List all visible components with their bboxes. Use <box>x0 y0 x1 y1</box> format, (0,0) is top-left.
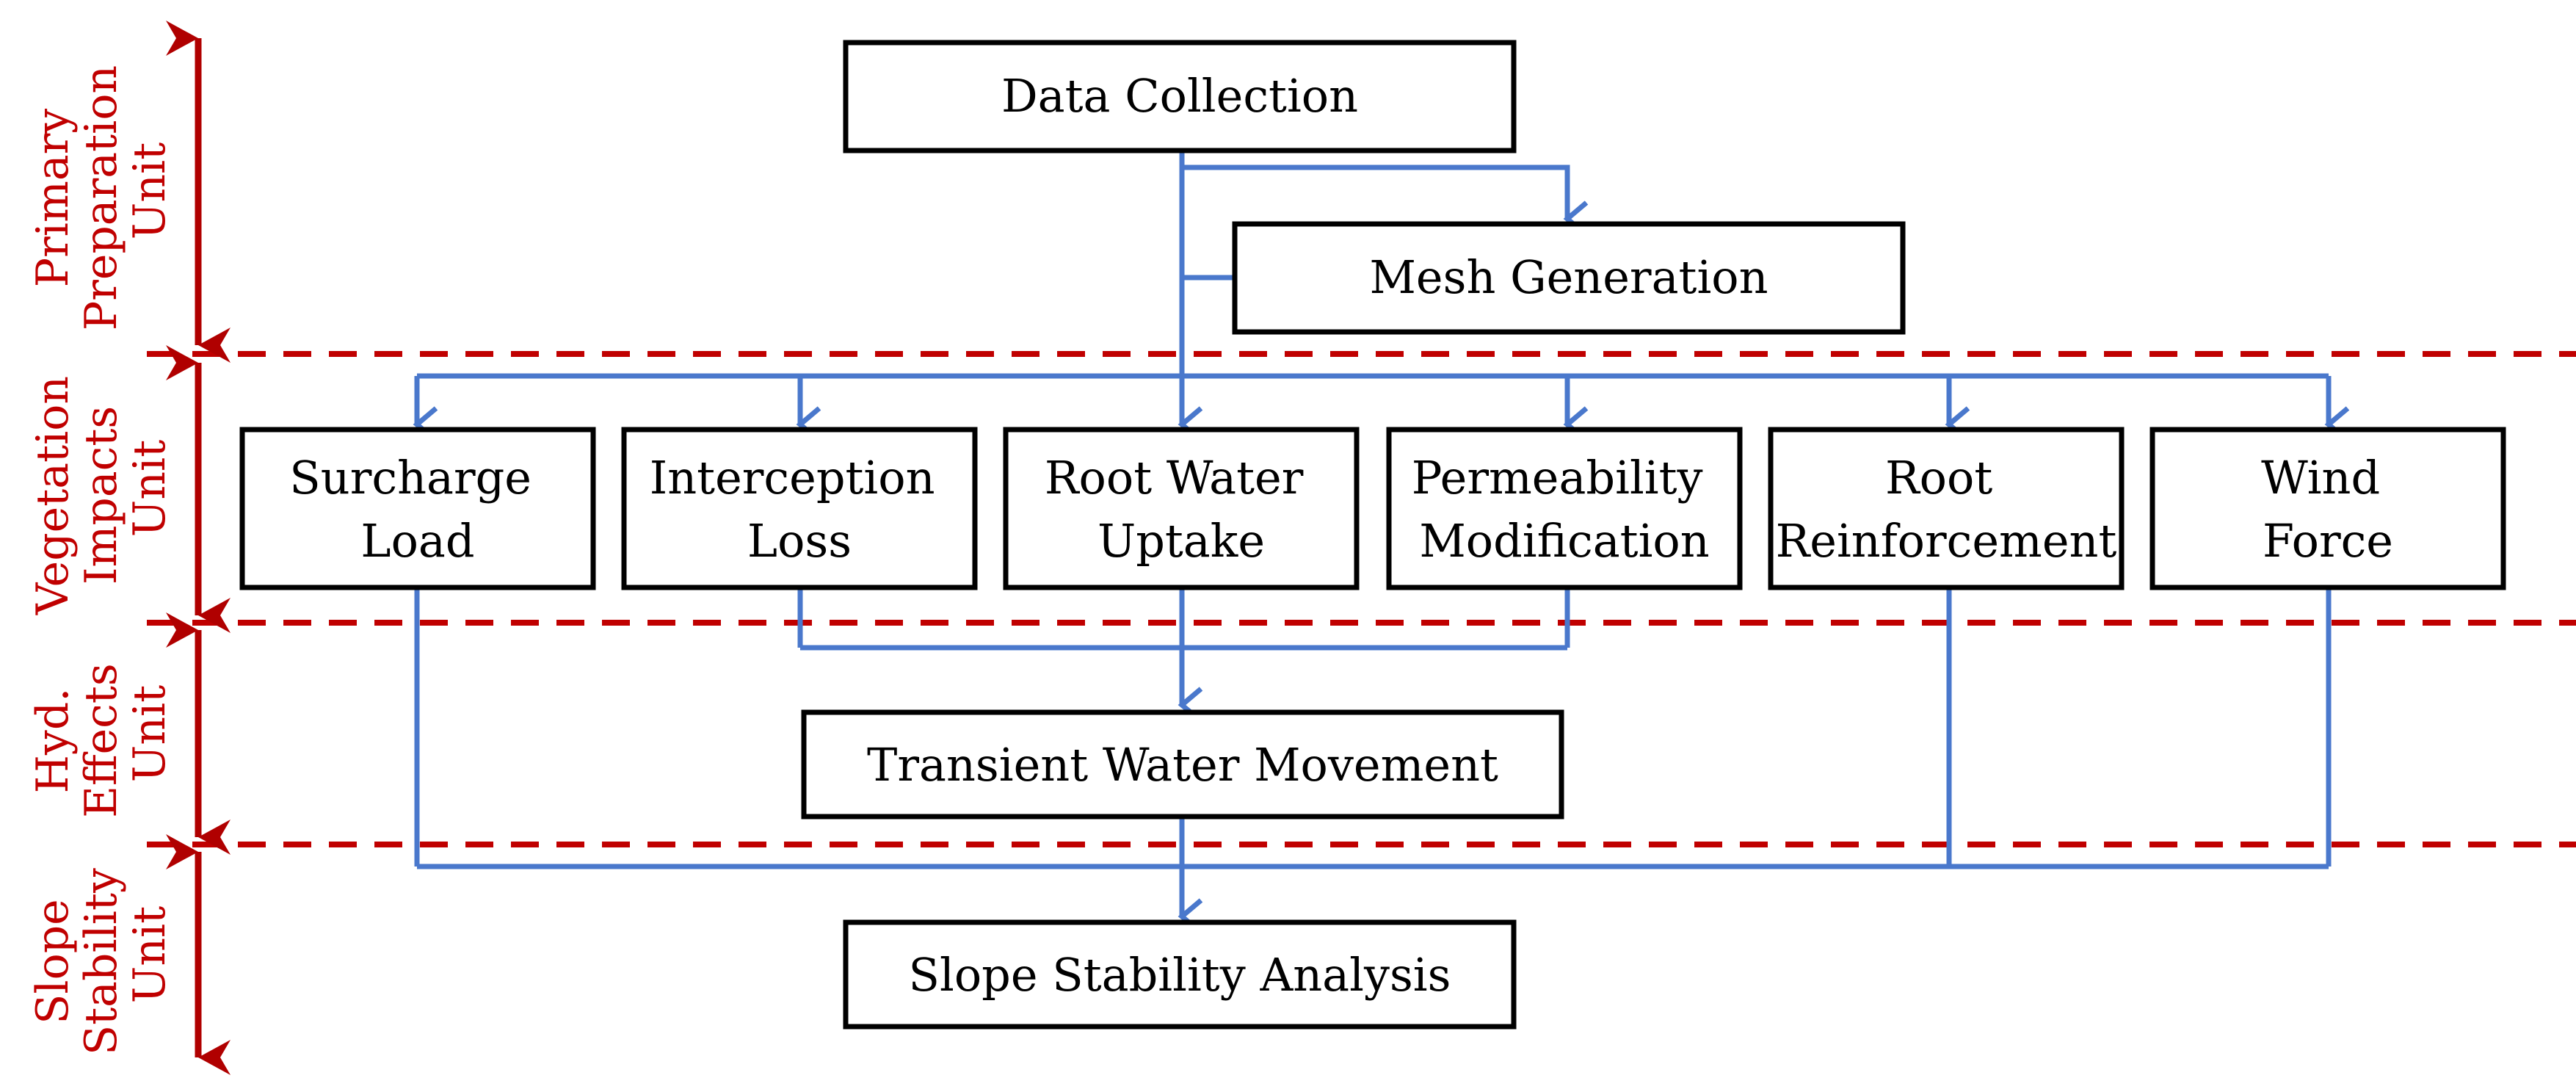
unit-label-primary: Primary Preparation Unit <box>27 51 175 330</box>
box-mesh-generation: Mesh Generation <box>1232 221 1906 335</box>
unit-label-hydro: Hyd. Effects Unit <box>27 649 175 818</box>
svg-text:Transient Water Movement: Transient Water Movement <box>867 738 1498 792</box>
svg-text:Mesh Generation: Mesh Generation <box>1369 250 1768 304</box>
box-root-water-uptake: Root Water Uptake <box>1003 427 1360 590</box>
box-permeability-modification: Permeability Modification <box>1386 427 1743 590</box>
connectors <box>413 151 2350 935</box>
connector-to-mesh-generation <box>1182 164 1589 237</box>
box-interception-loss: Interception Loss <box>621 427 978 590</box>
box-wind-force: Wind Force <box>2149 427 2506 590</box>
box-surcharge-load: Surcharge Load <box>239 427 596 590</box>
box-data-collection: Data Collection <box>843 40 1517 153</box>
box-transient-water-movement: Transient Water Movement <box>801 709 1564 820</box>
svg-text:Interception Loss: Interception Loss <box>650 451 950 568</box>
unit-label-vegetation: Vegetation Impacts Unit <box>27 362 175 615</box>
svg-text:Slope Stability Analysis: Slope Stability Analysis <box>909 948 1451 1002</box>
svg-text:Data Collection: Data Collection <box>1001 69 1358 123</box>
box-slope-stability-analysis: Slope Stability Analysis <box>843 919 1517 1030</box>
svg-text:Permeability Modificatio: Permeability Modification <box>1412 451 1718 568</box>
svg-text:Wind Force: Wind Force <box>2261 451 2395 568</box>
box-root-reinforcement: Root Reinforcement <box>1768 427 2125 590</box>
unit-label-slope: Slope Stability Unit <box>27 854 175 1055</box>
svg-text:Root Water Uptake: Root Water Uptake <box>1045 451 1318 568</box>
svg-text:Root Reinforcement: Root Reinforcement <box>1776 451 2117 568</box>
svg-text:Surcharge Load: Surcharge Load <box>289 451 545 568</box>
